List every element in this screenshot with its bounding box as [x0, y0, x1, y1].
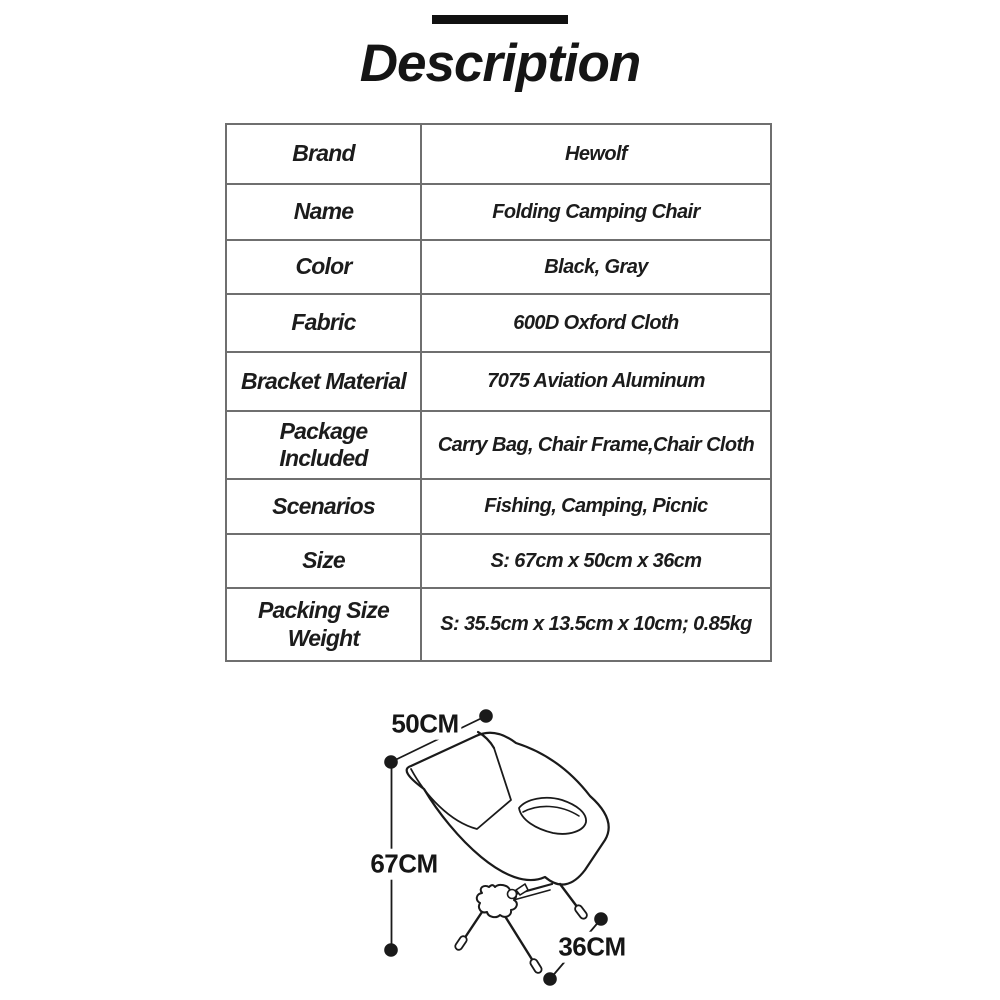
chair-foot-cap	[454, 935, 468, 951]
chair-hub-bolt	[506, 888, 518, 900]
label-cell: Brand	[227, 125, 422, 183]
label-cell: Package Included	[227, 412, 422, 478]
table-row-size: Size S: 67cm x 50cm x 36cm	[227, 535, 770, 589]
label-cell: Fabric	[227, 295, 422, 351]
table-row-package-included: Package Included Carry Bag, Chair Frame,…	[227, 412, 770, 480]
dimension-dot	[543, 972, 557, 986]
chair-leg-front	[501, 911, 535, 963]
dimension-dot	[384, 943, 398, 957]
label-cell: Size	[227, 535, 422, 587]
chair-foot-cap	[574, 904, 588, 920]
chair-fabric-notch	[476, 730, 496, 750]
dimension-label-height: 67CM	[367, 848, 441, 880]
chair-strut	[509, 889, 551, 902]
table-row-fabric: Fabric 600D Oxford Cloth	[227, 295, 770, 353]
dimension-dot	[384, 755, 398, 769]
table-row-scenarios: Scenarios Fishing, Camping, Picnic	[227, 480, 770, 535]
value-cell: S: 35.5cm x 13.5cm x 10cm; 0.85kg	[440, 613, 752, 635]
dimension-label-width: 50CM	[388, 708, 462, 740]
table-row-bracket-material: Bracket Material 7075 Aviation Aluminum	[227, 353, 770, 412]
value-cell: Folding Camping Chair	[492, 200, 700, 223]
label-cell: Name	[227, 185, 422, 239]
value-cell: Black, Gray	[544, 255, 648, 278]
label-cell: Color	[227, 241, 422, 293]
dimension-label-depth: 36CM	[555, 931, 629, 963]
table-row-brand: Brand Hewolf	[227, 125, 770, 185]
value-cell: Fishing, Camping, Picnic	[484, 495, 708, 517]
chair-pocket-opening	[522, 805, 580, 817]
spec-table: Brand Hewolf Name Folding Camping Chair …	[225, 123, 772, 662]
table-row-color: Color Black, Gray	[227, 241, 770, 295]
value-cell: Carry Bag, Chair Frame,Chair Cloth	[437, 433, 755, 456]
dimension-dot	[479, 709, 493, 723]
table-row-packing-size-weight: Packing Size Weight S: 35.5cm x 13.5cm x…	[227, 589, 770, 660]
chair-leg-right	[558, 882, 580, 910]
table-row-name: Name Folding Camping Chair	[227, 185, 770, 241]
label-cell: Packing Size Weight	[227, 589, 422, 660]
dimension-dot	[594, 912, 608, 926]
title-accent-bar	[432, 15, 568, 24]
label-cell: Bracket Material	[227, 353, 422, 410]
value-cell: 600D Oxford Cloth	[513, 311, 679, 334]
page-title: Description	[359, 34, 642, 93]
chair-side-pocket	[518, 796, 587, 835]
label-cell: Scenarios	[227, 480, 422, 533]
chair-foot-cap	[529, 958, 543, 974]
value-cell: Hewolf	[565, 142, 628, 165]
value-cell: S: 67cm x 50cm x 36cm	[490, 549, 702, 572]
value-cell: 7075 Aviation Aluminum	[487, 370, 705, 392]
chair-hub-buckle	[515, 883, 529, 896]
chair-backrest-panel	[410, 747, 512, 830]
